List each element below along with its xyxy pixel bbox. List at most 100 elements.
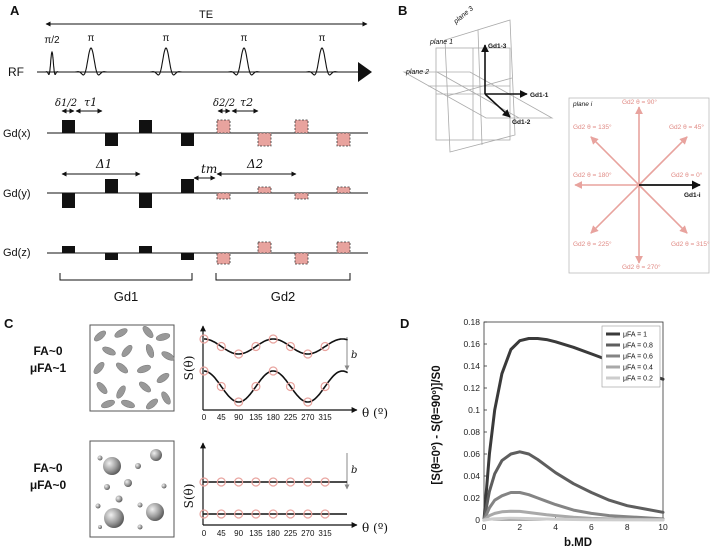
dir-label-180: Gd2 θ = 180° bbox=[573, 171, 612, 179]
vector-gd1-1-label: Gd1-1 bbox=[530, 92, 549, 99]
y-tick-label-0.16: 0.16 bbox=[463, 339, 480, 349]
legend-label-5: μFA = 0.2 bbox=[623, 376, 653, 383]
dir-arrow-45 bbox=[638, 136, 688, 186]
sphere-12 bbox=[161, 483, 167, 489]
pulse-label-2: π bbox=[88, 33, 95, 44]
tau1-label: τ1 bbox=[84, 96, 97, 109]
xtick-180: 180 bbox=[267, 529, 281, 538]
panel-a: A TE RF π/2 π π π π Gd(x) Gd(y) Gd(z) δ1… bbox=[3, 3, 372, 304]
gx-lobe-3 bbox=[139, 120, 152, 133]
signal2-line-2-marker-45 bbox=[216, 509, 226, 519]
ellipsoid-3 bbox=[142, 326, 154, 338]
y-tick-label-0.04: 0.04 bbox=[463, 471, 480, 481]
signal1-curve-high-b-marker-90 bbox=[234, 397, 244, 407]
te-label: TE bbox=[199, 9, 213, 21]
panel-b-label: B bbox=[398, 3, 407, 18]
dir-arrow-135 bbox=[590, 136, 640, 186]
gd2-label: Gd2 bbox=[271, 289, 296, 304]
ellipsoid-17 bbox=[146, 398, 158, 410]
gx-label: Gd(x) bbox=[3, 128, 31, 140]
gx-lobe-1 bbox=[62, 120, 75, 133]
series-line-2 bbox=[482, 450, 665, 522]
signal2-xlabel: θ (º) bbox=[362, 521, 388, 535]
y-tick-label-0.06: 0.06 bbox=[463, 449, 480, 459]
gy-lobe-7 bbox=[294, 192, 309, 200]
xtick-45: 45 bbox=[217, 529, 226, 538]
xtick-135: 135 bbox=[249, 529, 263, 538]
signal2-ylabel: S(θ) bbox=[182, 484, 196, 509]
ellipsoid-16 bbox=[121, 399, 135, 409]
rf-arrowhead bbox=[358, 62, 372, 82]
gy-lobe-4 bbox=[181, 179, 194, 193]
signal2-line-2-marker-225 bbox=[285, 509, 296, 519]
gy-lobe-2 bbox=[105, 179, 118, 193]
spheres bbox=[95, 449, 167, 530]
signal1-xlabel: θ (º) bbox=[362, 406, 388, 420]
signal1-curve-low-b-marker-90 bbox=[234, 349, 244, 359]
ellipsoid-11 bbox=[137, 364, 151, 374]
gy-lobe-1 bbox=[62, 193, 75, 208]
sphere-5 bbox=[124, 479, 132, 487]
ellipsoid-12 bbox=[96, 382, 108, 394]
sphere-10 bbox=[137, 502, 143, 508]
y-tick-label-0: 0 bbox=[475, 515, 480, 525]
gz-lobe-5 bbox=[216, 252, 231, 265]
rf-pulse-90 bbox=[45, 50, 59, 75]
xtick-270: 270 bbox=[301, 529, 315, 538]
sphere-8 bbox=[146, 503, 164, 521]
gy-lobe-5 bbox=[216, 192, 231, 200]
dir-label-90: Gd2 θ = 90° bbox=[622, 98, 657, 106]
xtick-315: 315 bbox=[318, 529, 332, 538]
sphere-11 bbox=[95, 503, 101, 509]
signal1-curve-low-b bbox=[204, 338, 348, 355]
signal1-curve-low-b-marker-225 bbox=[285, 341, 296, 352]
signal2-line-1-marker-135 bbox=[251, 477, 261, 487]
signal1-curve-high-b-marker-180 bbox=[268, 366, 278, 376]
rf-pulse-180-1 bbox=[74, 47, 108, 76]
xtick-225: 225 bbox=[284, 529, 298, 538]
sphere-7 bbox=[115, 495, 123, 503]
signal2-line-1-marker-225 bbox=[285, 477, 296, 487]
signal2-line-1-marker-45 bbox=[216, 477, 226, 487]
signal2-line-2-marker-0 bbox=[199, 509, 209, 519]
sphere-6 bbox=[104, 484, 110, 490]
signal2-line-2-marker-315 bbox=[320, 509, 330, 519]
series-line-3 bbox=[482, 491, 665, 522]
xtick-225: 225 bbox=[284, 413, 298, 422]
plane-1-label: plane 1 bbox=[429, 39, 453, 46]
ellipsoid-4 bbox=[155, 333, 171, 341]
xtick-90: 90 bbox=[234, 529, 243, 538]
delta1-label: δ1/2 bbox=[55, 98, 77, 109]
ellipsoid-8 bbox=[161, 351, 175, 361]
xtick-270: 270 bbox=[301, 413, 315, 422]
legend-label-3: μFA = 0.6 bbox=[623, 354, 653, 361]
signal2-line-1-marker-90 bbox=[234, 477, 244, 487]
ellipsoid-5 bbox=[102, 346, 116, 356]
legend-label-4: μFA = 0.4 bbox=[623, 365, 653, 372]
y-tick-label-0.1: 0.1 bbox=[468, 405, 480, 415]
panel-c-label: C bbox=[4, 316, 14, 331]
signal1-curve-low-b-marker-315 bbox=[320, 341, 330, 352]
sphere-9 bbox=[104, 508, 124, 528]
plane-2-label: plane 2 bbox=[405, 69, 429, 76]
ellipsoid-6 bbox=[121, 345, 133, 357]
signal2-line-1-marker-0 bbox=[199, 477, 209, 487]
gz-lobe-2 bbox=[105, 253, 118, 260]
dir-label-270: Gd2 θ = 270° bbox=[622, 263, 661, 271]
gz-label: Gd(z) bbox=[3, 247, 31, 259]
x-tick-label-8: 8 bbox=[625, 522, 630, 532]
dir-label-315: Gd2 θ = 315° bbox=[671, 240, 710, 248]
signal2-line-1-marker-270 bbox=[303, 477, 313, 487]
dir-label-135: Gd2 θ = 135° bbox=[573, 123, 612, 131]
ellipsoid-14 bbox=[139, 381, 151, 393]
panel-d-label: D bbox=[400, 316, 409, 331]
gz-lobe-1 bbox=[62, 246, 75, 253]
gy-label: Gd(y) bbox=[3, 188, 31, 200]
panel-b: B plane 1 plane 2 plane 3 Gd1-3 Gd1-1 Gd… bbox=[398, 3, 710, 274]
signal1-curve-high-b-marker-135 bbox=[251, 381, 261, 392]
vector-gd1-2-label: Gd1-2 bbox=[512, 119, 531, 126]
pulse-label-5: π bbox=[319, 33, 326, 44]
